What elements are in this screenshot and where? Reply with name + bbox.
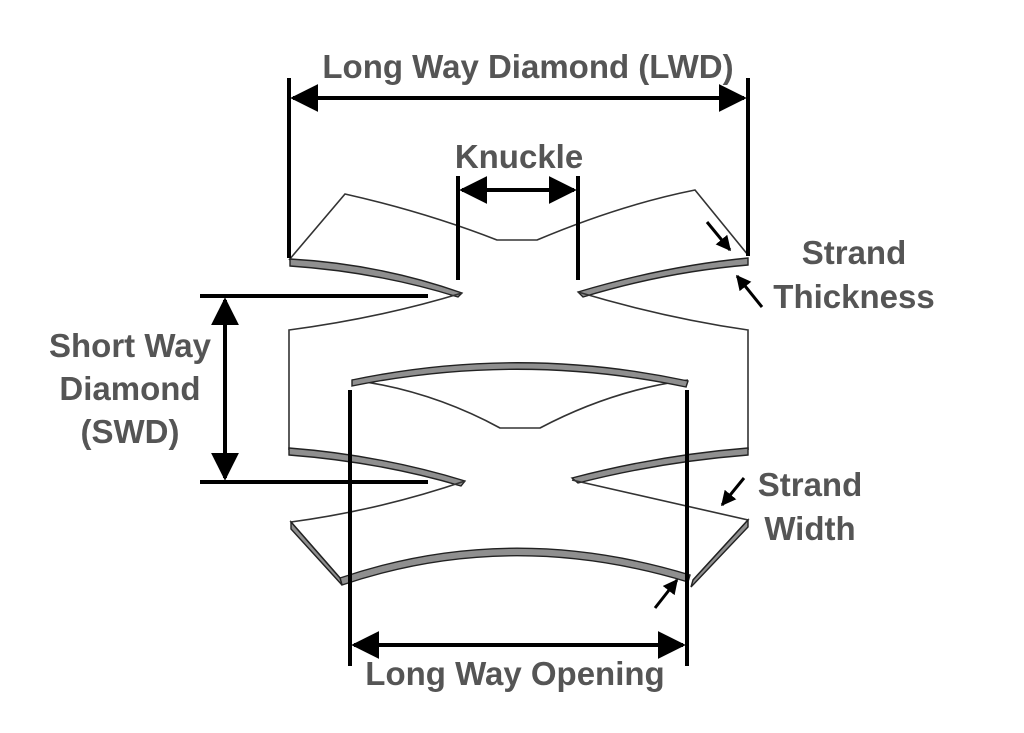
- lwd-dimension: [287, 78, 750, 258]
- strand-thickness-arrows: [705, 221, 764, 308]
- bottom-left-strand-edge: [290, 520, 343, 586]
- top-right-strand-edge: [576, 257, 749, 298]
- swd-label-line1: Short Way: [49, 327, 212, 364]
- lwd-label: Long Way Diamond (LWD): [322, 48, 733, 85]
- swd-label-line3: (SWD): [81, 413, 180, 450]
- middle-inner-outline: [351, 379, 689, 429]
- lwo-dimension: [348, 390, 689, 666]
- bottom-strand-outline: [289, 479, 750, 581]
- middle-upper-strand-edge: [351, 362, 689, 388]
- swd-dimension: [200, 294, 428, 484]
- lwo-label: Long Way Opening: [365, 655, 664, 692]
- strand-thickness-label-line2: Thickness: [773, 278, 934, 315]
- metal-sheet: [288, 189, 750, 588]
- strand-width-arrows: [653, 477, 746, 609]
- middle-right-strand-edge: [570, 447, 749, 484]
- top-left-strand-edge: [289, 258, 464, 298]
- knuckle-label: Knuckle: [455, 138, 583, 175]
- top-strand-outline: [288, 189, 749, 261]
- knuckle-dimension: [456, 176, 580, 280]
- swd-label-line2: Diamond: [59, 370, 200, 407]
- strand-width-label-line2: Width: [764, 510, 855, 547]
- strand-thickness-label-line1: Strand: [802, 234, 907, 271]
- strand-width-label-line1: Strand: [758, 466, 863, 503]
- middle-strand-outline: [288, 291, 749, 450]
- bottom-arc-strand-edge: [339, 547, 691, 586]
- bottom-right-strand-edge: [690, 518, 749, 588]
